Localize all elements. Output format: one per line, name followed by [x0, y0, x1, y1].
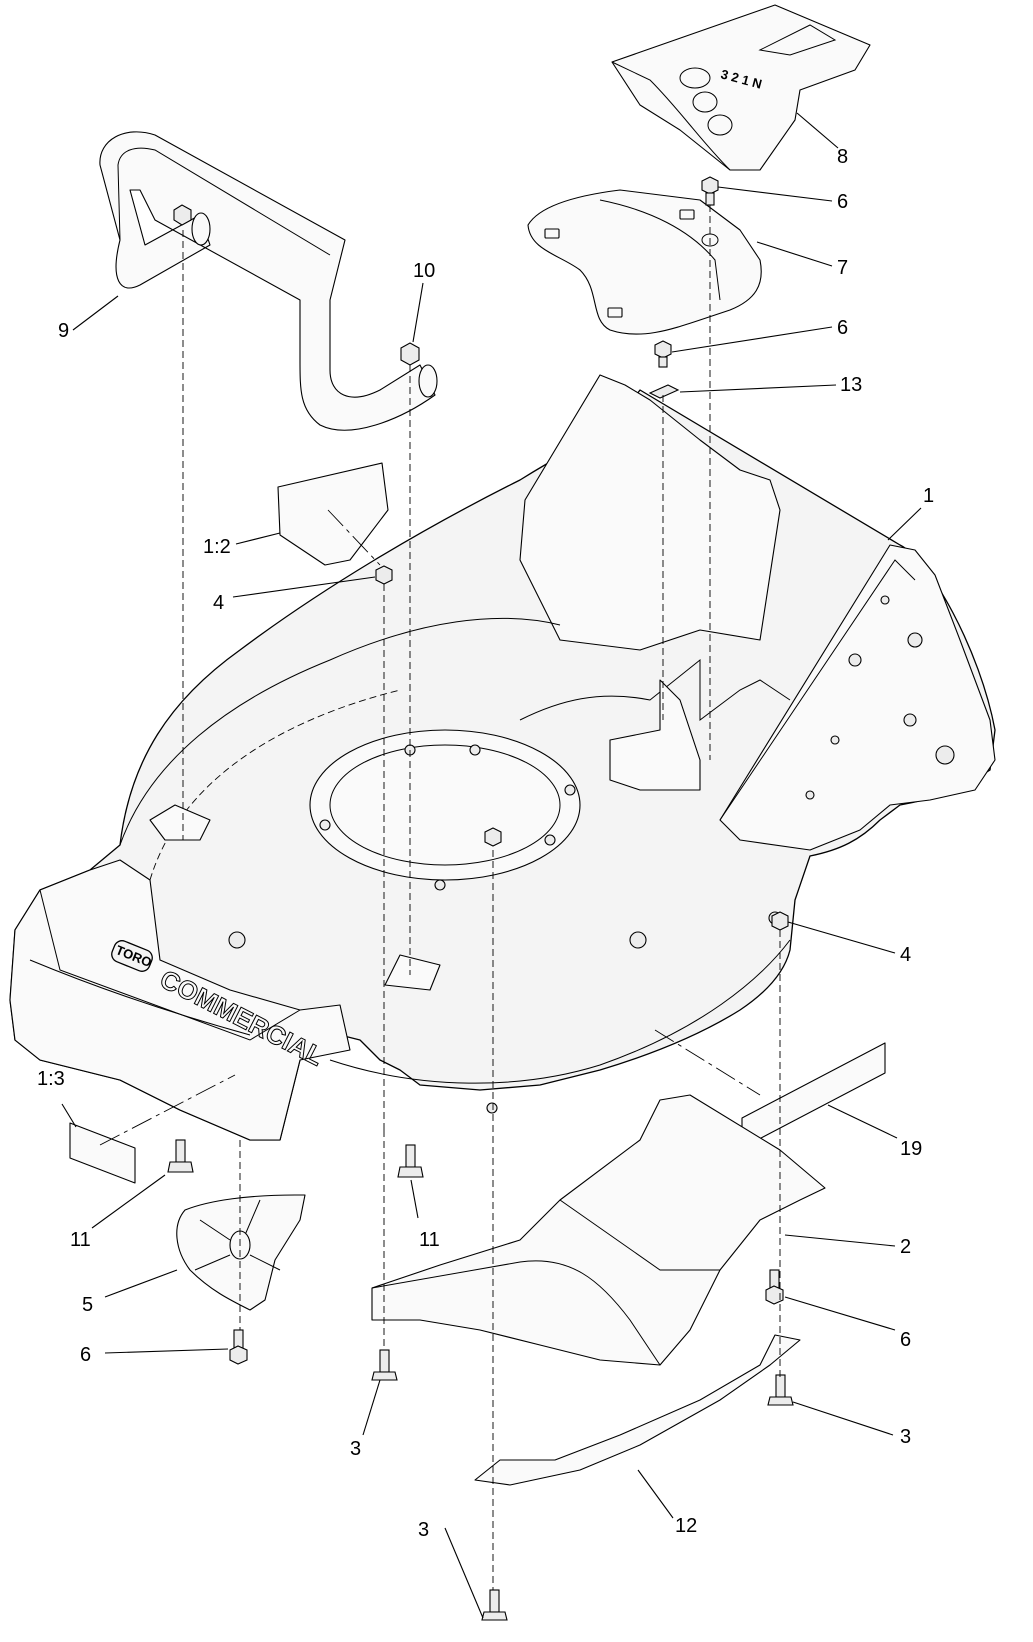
callout-6-mid: 6 — [837, 317, 848, 339]
callout-11-middle: 11 — [419, 1229, 440, 1251]
callout-13: 13 — [840, 374, 862, 396]
callout-12: 12 — [675, 1515, 697, 1537]
lower-baffle — [371, 1094, 826, 1366]
callout-11-left: 11 — [70, 1229, 91, 1251]
handle-bar — [99, 131, 438, 431]
callout-6-top: 6 — [837, 191, 848, 213]
callout-8: 8 — [837, 146, 848, 168]
callout-6-baffle: 6 — [80, 1344, 91, 1366]
decal-1-3 — [69, 1122, 136, 1184]
spindle-nut — [484, 827, 502, 847]
bolt-6-mid — [654, 340, 672, 359]
callout-10: 10 — [413, 260, 435, 282]
nut-4-upper — [375, 565, 393, 585]
brand-badge — [111, 940, 153, 972]
nut-handle-left — [173, 204, 192, 226]
bolt-6-top — [701, 176, 719, 195]
callout-2: 2 — [900, 1236, 911, 1258]
callout-5: 5 — [82, 1294, 93, 1316]
callout-1-3: 1:3 — [37, 1068, 65, 1090]
washer-13 — [648, 384, 680, 399]
callout-3-left: 3 — [350, 1438, 361, 1460]
callout-1-2: 1:2 — [203, 536, 231, 558]
bolt-3-right — [775, 1374, 786, 1398]
callout-4-upper: 4 — [213, 592, 224, 614]
callout-1: 1 — [923, 485, 934, 507]
mower-deck-housing: TORO COMMERCIAL — [9, 374, 996, 1141]
top-cover — [527, 189, 762, 335]
mower-blade — [474, 1334, 801, 1486]
callout-9: 9 — [58, 320, 69, 342]
bolt-3-left — [379, 1349, 390, 1373]
callout-4-lower: 4 — [900, 944, 911, 966]
bolt-11-middle — [405, 1144, 416, 1168]
bolt-11-left — [175, 1139, 186, 1163]
nut-4-lower — [771, 911, 789, 931]
decal-1-2 — [277, 462, 389, 566]
nut-10 — [400, 342, 420, 366]
callout-6-right: 6 — [900, 1329, 911, 1351]
shift-cover: 3 2 1 N — [611, 4, 871, 171]
callout-19: 19 — [900, 1138, 922, 1160]
callout-7: 7 — [837, 257, 848, 279]
decal-19 — [741, 1042, 886, 1149]
callout-3-bottom: 3 — [418, 1519, 429, 1541]
callout-3-right: 3 — [900, 1426, 911, 1448]
baffle-plate — [176, 1194, 306, 1311]
bolt-3-bottom — [489, 1589, 500, 1613]
